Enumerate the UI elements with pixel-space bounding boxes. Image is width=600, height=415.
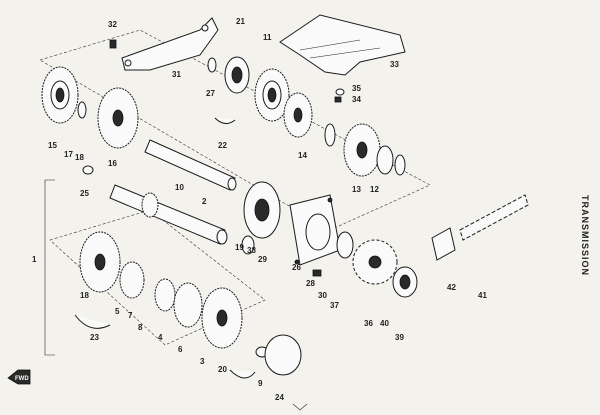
gear-6 [173, 282, 203, 328]
part-label: 5 [115, 307, 120, 316]
part-label: 40 [380, 319, 389, 328]
part-label: 10 [175, 183, 184, 192]
ring-17b [394, 154, 406, 176]
cover-plate [279, 14, 406, 76]
part-label: 18 [75, 153, 84, 162]
washer-39 [392, 266, 418, 298]
chevron-down-icon [292, 403, 308, 411]
lower-assembly-outline [49, 209, 266, 346]
part-label: 23 [90, 333, 99, 342]
part-label: 39 [395, 333, 404, 342]
gear-13 [343, 123, 381, 177]
part-label: 26 [292, 263, 301, 272]
part-label: 37 [330, 301, 339, 310]
gear-7 [119, 261, 145, 299]
part-label: 15 [48, 141, 57, 150]
gear-4 [154, 278, 176, 312]
part-label: 13 [352, 185, 361, 194]
bolt-28 [312, 269, 322, 277]
part-label: 28 [306, 279, 315, 288]
part-label: 33 [390, 60, 399, 69]
sprocket-36 [352, 239, 398, 285]
part-label: 25 [80, 189, 89, 198]
part-label: 2 [202, 197, 207, 206]
part-label: 7 [128, 311, 133, 320]
part-label: 4 [158, 333, 163, 342]
part-label: 38 [247, 246, 256, 255]
bolt-35 [335, 88, 345, 96]
part-label: 24 [275, 393, 284, 402]
part-label: 32 [108, 20, 117, 29]
part-label: 11 [263, 33, 272, 42]
countershaft-10 [144, 139, 237, 191]
gear-18-lower [79, 231, 121, 293]
mounting-bracket [121, 17, 219, 71]
part-labels: 32 31 21 11 33 35 34 27 22 15 17 18 16 1… [32, 17, 487, 402]
part-label: 36 [364, 319, 373, 328]
part-label: 3 [200, 357, 205, 366]
bolt-32 [109, 39, 117, 49]
fwd-arrow-icon: FWD [7, 369, 31, 385]
seal-26 [336, 231, 354, 259]
gear-14 [283, 92, 313, 138]
part-label: 41 [478, 291, 487, 300]
ring-12 [376, 145, 394, 175]
fwd-label: FWD [15, 376, 29, 382]
part-label: 19 [235, 243, 244, 252]
part-label: 22 [218, 141, 227, 150]
part-label: 14 [298, 151, 307, 160]
gear-3 [201, 287, 243, 349]
side-title: TRANSMISSION [580, 195, 590, 276]
part-label: 29 [258, 255, 267, 264]
clip-38 [241, 235, 255, 255]
clip-22-upper [214, 117, 236, 124]
part-label: 17 [64, 150, 73, 159]
part-label: 21 [236, 17, 245, 26]
part-label: 34 [352, 95, 361, 104]
plate-24 [264, 334, 302, 376]
part-label: 1 [32, 255, 37, 264]
washer-17 [77, 101, 87, 119]
retainer-plate [289, 194, 341, 266]
nut-34 [334, 96, 342, 103]
gear-16 [97, 87, 139, 149]
clip-22-lower [229, 369, 256, 379]
part-label: 42 [447, 283, 456, 292]
cap-25 [82, 165, 94, 175]
part-label: 9 [258, 379, 263, 388]
part-label: 16 [108, 159, 117, 168]
washer-18 [324, 123, 336, 147]
bearing-21 [224, 56, 250, 94]
part-label: 27 [206, 89, 215, 98]
washer-27 [207, 57, 217, 73]
part-label: 31 [172, 70, 181, 79]
part-label: 18 [80, 291, 89, 300]
gear-15 [41, 66, 79, 124]
assembly-bracket [44, 179, 55, 356]
part-label: 30 [318, 291, 327, 300]
mainshaft-2 [109, 184, 228, 245]
clip-23-lower [74, 314, 111, 329]
drive-chain [431, 194, 529, 261]
part-label: 8 [138, 323, 143, 332]
part-label: 35 [352, 84, 361, 93]
part-label: 12 [370, 185, 379, 194]
bearing-19 [243, 181, 281, 239]
part-label: 6 [178, 345, 183, 354]
gear-11 [254, 68, 290, 122]
part-label: 20 [218, 365, 227, 374]
